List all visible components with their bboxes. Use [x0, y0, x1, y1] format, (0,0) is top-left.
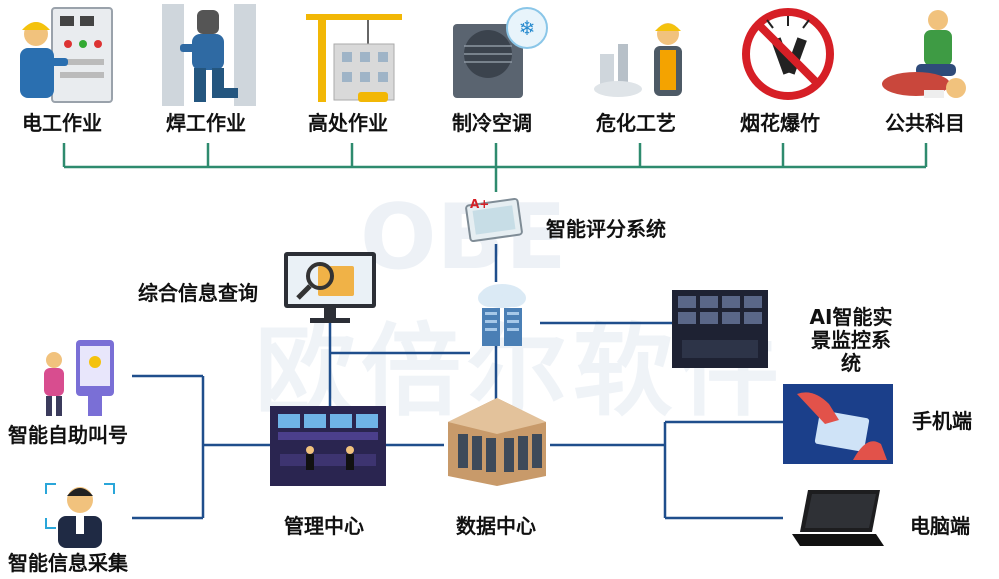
- info-query-monitor-icon: [280, 250, 380, 326]
- electrician-icon: [8, 4, 118, 106]
- category-label-refrigeration: 制冷空调: [452, 111, 532, 135]
- scoring-system-label: 智能评分系统: [546, 217, 666, 241]
- data-center-server-room-icon: [444, 394, 550, 488]
- welder-icon: [152, 4, 262, 106]
- cloud-server-icon: [464, 280, 540, 350]
- management-center-label: 管理中心: [284, 514, 364, 538]
- pc-client-label: 电脑端: [910, 514, 970, 538]
- self-service-call-label: 智能自助叫号: [8, 423, 128, 447]
- ai-monitoring-screen-icon: [672, 290, 768, 368]
- ai-monitoring-label: AI智能实景监控系统: [809, 305, 893, 375]
- chemical-plant-worker-icon: [588, 4, 698, 106]
- category-label-hazardous-chemical: 危化工艺: [596, 111, 676, 135]
- air-conditioner-icon: ❄: [443, 4, 553, 106]
- category-label-fireworks: 烟花爆竹: [740, 111, 820, 135]
- face-recognition-icon: [42, 478, 118, 550]
- first-aid-cpr-icon: [876, 4, 986, 106]
- category-label-welder: 焊工作业: [166, 111, 246, 135]
- category-label-public-subjects: 公共科目: [885, 111, 965, 135]
- svg-text:A+: A+: [470, 197, 489, 211]
- control-room-icon: [270, 406, 386, 486]
- data-center-label: 数据中心: [456, 514, 536, 538]
- info-query-label: 综合信息查询: [138, 281, 258, 305]
- svg-text:❄: ❄: [519, 16, 536, 40]
- laptop-icon: [790, 488, 886, 550]
- mobile-client-label: 手机端: [912, 409, 972, 433]
- category-label-height-work: 高处作业: [308, 111, 388, 135]
- category-label-electrician: 电工作业: [22, 111, 102, 135]
- self-service-kiosk-icon: [30, 336, 130, 420]
- scoring-system-icon: A+: [462, 194, 526, 246]
- crane-construction-icon: [298, 4, 408, 106]
- watermark-logo: OBE: [360, 185, 567, 290]
- mobile-touch-icon: [783, 384, 893, 464]
- no-fireworks-icon: [733, 4, 843, 106]
- info-collection-label: 智能信息采集: [8, 551, 128, 575]
